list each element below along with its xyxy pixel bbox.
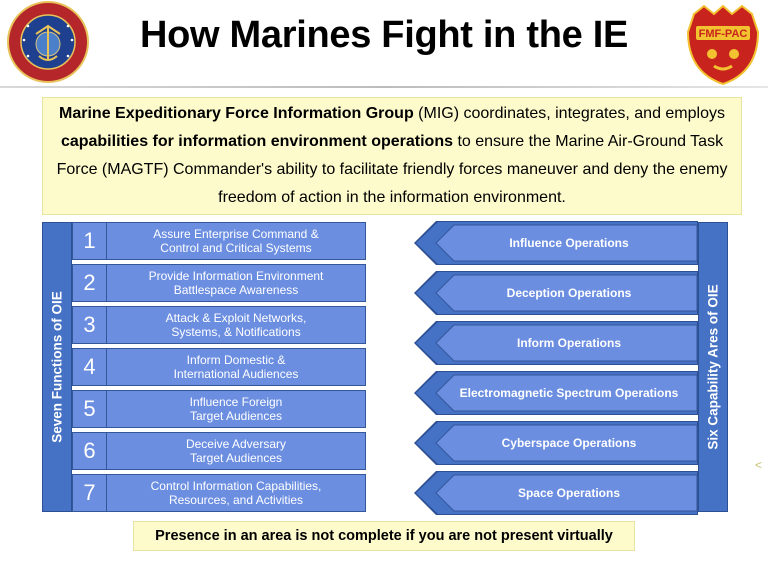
capability-row: Deception Operations xyxy=(414,271,698,315)
function-text: Inform Domestic &International Audiences xyxy=(107,353,365,382)
left-chevron-icon xyxy=(414,271,698,315)
function-line-1: Attack & Exploit Networks, xyxy=(165,310,307,325)
function-text: Assure Enterprise Command &Control and C… xyxy=(107,227,365,256)
capability-row: Space Operations xyxy=(414,471,698,515)
intro-capabilities: capabilities for information environment… xyxy=(60,133,453,150)
intro-mig-name: Marine Expeditionary Force Information G… xyxy=(59,105,414,122)
function-line-2: Target Audiences xyxy=(189,451,283,465)
marine-forces-pacific-seal-logo xyxy=(6,0,90,84)
function-line-2: Target Audiences xyxy=(189,409,283,423)
left-chevron-icon xyxy=(414,371,698,415)
fmf-pac-badge-logo: FMF-PAC xyxy=(684,2,762,86)
capability-row: Influence Operations xyxy=(414,221,698,265)
capability-label: Inform Operations xyxy=(516,336,621,350)
left-chevron-icon xyxy=(414,321,698,365)
capability-label: Cyberspace Operations xyxy=(501,436,637,450)
capability-label: Space Operations xyxy=(517,486,621,500)
six-capability-areas-label: Six Capability Ares of OIE xyxy=(705,284,721,450)
intro-text-2: to ensure the Marine Air-Ground Task For… xyxy=(56,133,728,206)
function-number: 1 xyxy=(73,223,107,259)
page-title: How Marines Fight in the IE xyxy=(139,14,629,56)
capability-row: Cyberspace Operations xyxy=(414,421,698,465)
function-number: 2 xyxy=(73,265,107,301)
function-line-1: Inform Domestic & xyxy=(186,352,286,367)
capability-label: Influence Operations xyxy=(509,236,629,250)
seven-functions-label: Seven Functions of OIE xyxy=(49,291,65,443)
function-line-2: Systems, & Notifications xyxy=(171,325,301,339)
footer-note: Presence in an area is not complete if y… xyxy=(133,521,635,551)
capability-row: Inform Operations xyxy=(414,321,698,365)
function-line-1: Assure Enterprise Command & xyxy=(153,226,319,241)
left-chevron-icon xyxy=(414,421,698,465)
left-chevron-icon xyxy=(414,221,698,265)
function-number: 5 xyxy=(73,391,107,427)
function-line-1: Provide Information Environment xyxy=(148,268,324,283)
function-number: 3 xyxy=(73,307,107,343)
function-number: 4 xyxy=(73,349,107,385)
function-text: Control Information Capabilities,Resourc… xyxy=(107,479,365,508)
title-divider xyxy=(0,86,768,88)
left-chevron-icon xyxy=(414,471,698,515)
capability-row: Electromagnetic Spectrum Operations xyxy=(414,371,698,415)
capability-label: Electromagnetic Spectrum Operations xyxy=(459,386,679,400)
intro-text-1: (MIG) coordinates, integrates, and emplo… xyxy=(413,105,725,122)
badge-text: FMF-PAC xyxy=(699,28,748,40)
seven-functions-bar: Seven Functions of OIE xyxy=(42,222,72,512)
function-line-2: Control and Critical Systems xyxy=(160,241,312,255)
function-text: Attack & Exploit Networks,Systems, & Not… xyxy=(107,311,365,340)
function-line-2: Battlespace Awareness xyxy=(173,283,299,297)
six-capability-areas-bar: Six Capability Ares of OIE xyxy=(698,222,728,512)
function-line-2: Resources, and Activities xyxy=(168,493,304,507)
function-line-1: Deceive Adversary xyxy=(185,436,287,451)
capability-label: Deception Operations xyxy=(506,286,632,300)
intro-box: Marine Expeditionary Force Information G… xyxy=(42,97,742,215)
slide-edge-arrow-icon: < xyxy=(755,458,763,472)
function-line-2: International Audiences xyxy=(173,367,299,381)
function-line-1: Influence Foreign xyxy=(189,394,283,409)
function-number: 7 xyxy=(73,475,107,511)
function-line-1: Control Information Capabilities, xyxy=(150,478,322,493)
function-number: 6 xyxy=(73,433,107,469)
